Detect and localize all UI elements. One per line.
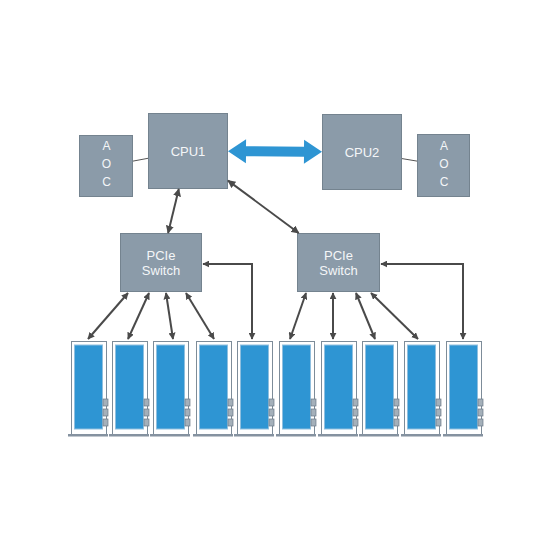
switch-box: PCIe Switch: [297, 233, 380, 292]
cpu-box: CPU1: [148, 113, 228, 189]
pcie-link: [381, 264, 463, 339]
adapter-box: AOC: [79, 135, 133, 197]
node-label: PCIe Switch: [131, 248, 191, 278]
gpu-card: [109, 342, 149, 437]
interconnect-arrow: [228, 139, 322, 163]
pcie-link: [128, 293, 149, 339]
gpu-card: [193, 342, 233, 437]
pcie-link: [186, 293, 214, 339]
gpu-card: [318, 342, 358, 437]
pcie-link: [203, 264, 252, 339]
gpu-card: [68, 342, 108, 437]
pcie-link: [290, 293, 306, 339]
node-label: PCIe Switch: [309, 248, 369, 278]
adapter-box: AOC: [417, 134, 470, 197]
pcie-link: [166, 293, 173, 339]
node-label: CPU2: [345, 145, 380, 160]
pcie-link: [371, 293, 418, 339]
node-label: CPU1: [171, 144, 206, 159]
link-line: [402, 159, 417, 162]
gpu-card: [401, 342, 441, 437]
pcie-link: [356, 293, 375, 339]
gpu-card: [443, 342, 483, 437]
gpu-card: [234, 342, 274, 437]
pcie-link: [332, 293, 334, 339]
link-line: [133, 158, 148, 161]
bus-arrow: [228, 181, 299, 233]
pcie-link: [88, 293, 128, 339]
gpu-card: [150, 342, 190, 437]
node-label: AOC: [99, 139, 114, 193]
node-label: AOC: [436, 139, 451, 193]
switch-box: PCIe Switch: [120, 233, 202, 292]
cpu-box: CPU2: [322, 114, 402, 190]
gpu-card: [359, 342, 399, 437]
bus-arrow: [168, 189, 179, 233]
gpu-card: [276, 342, 316, 437]
